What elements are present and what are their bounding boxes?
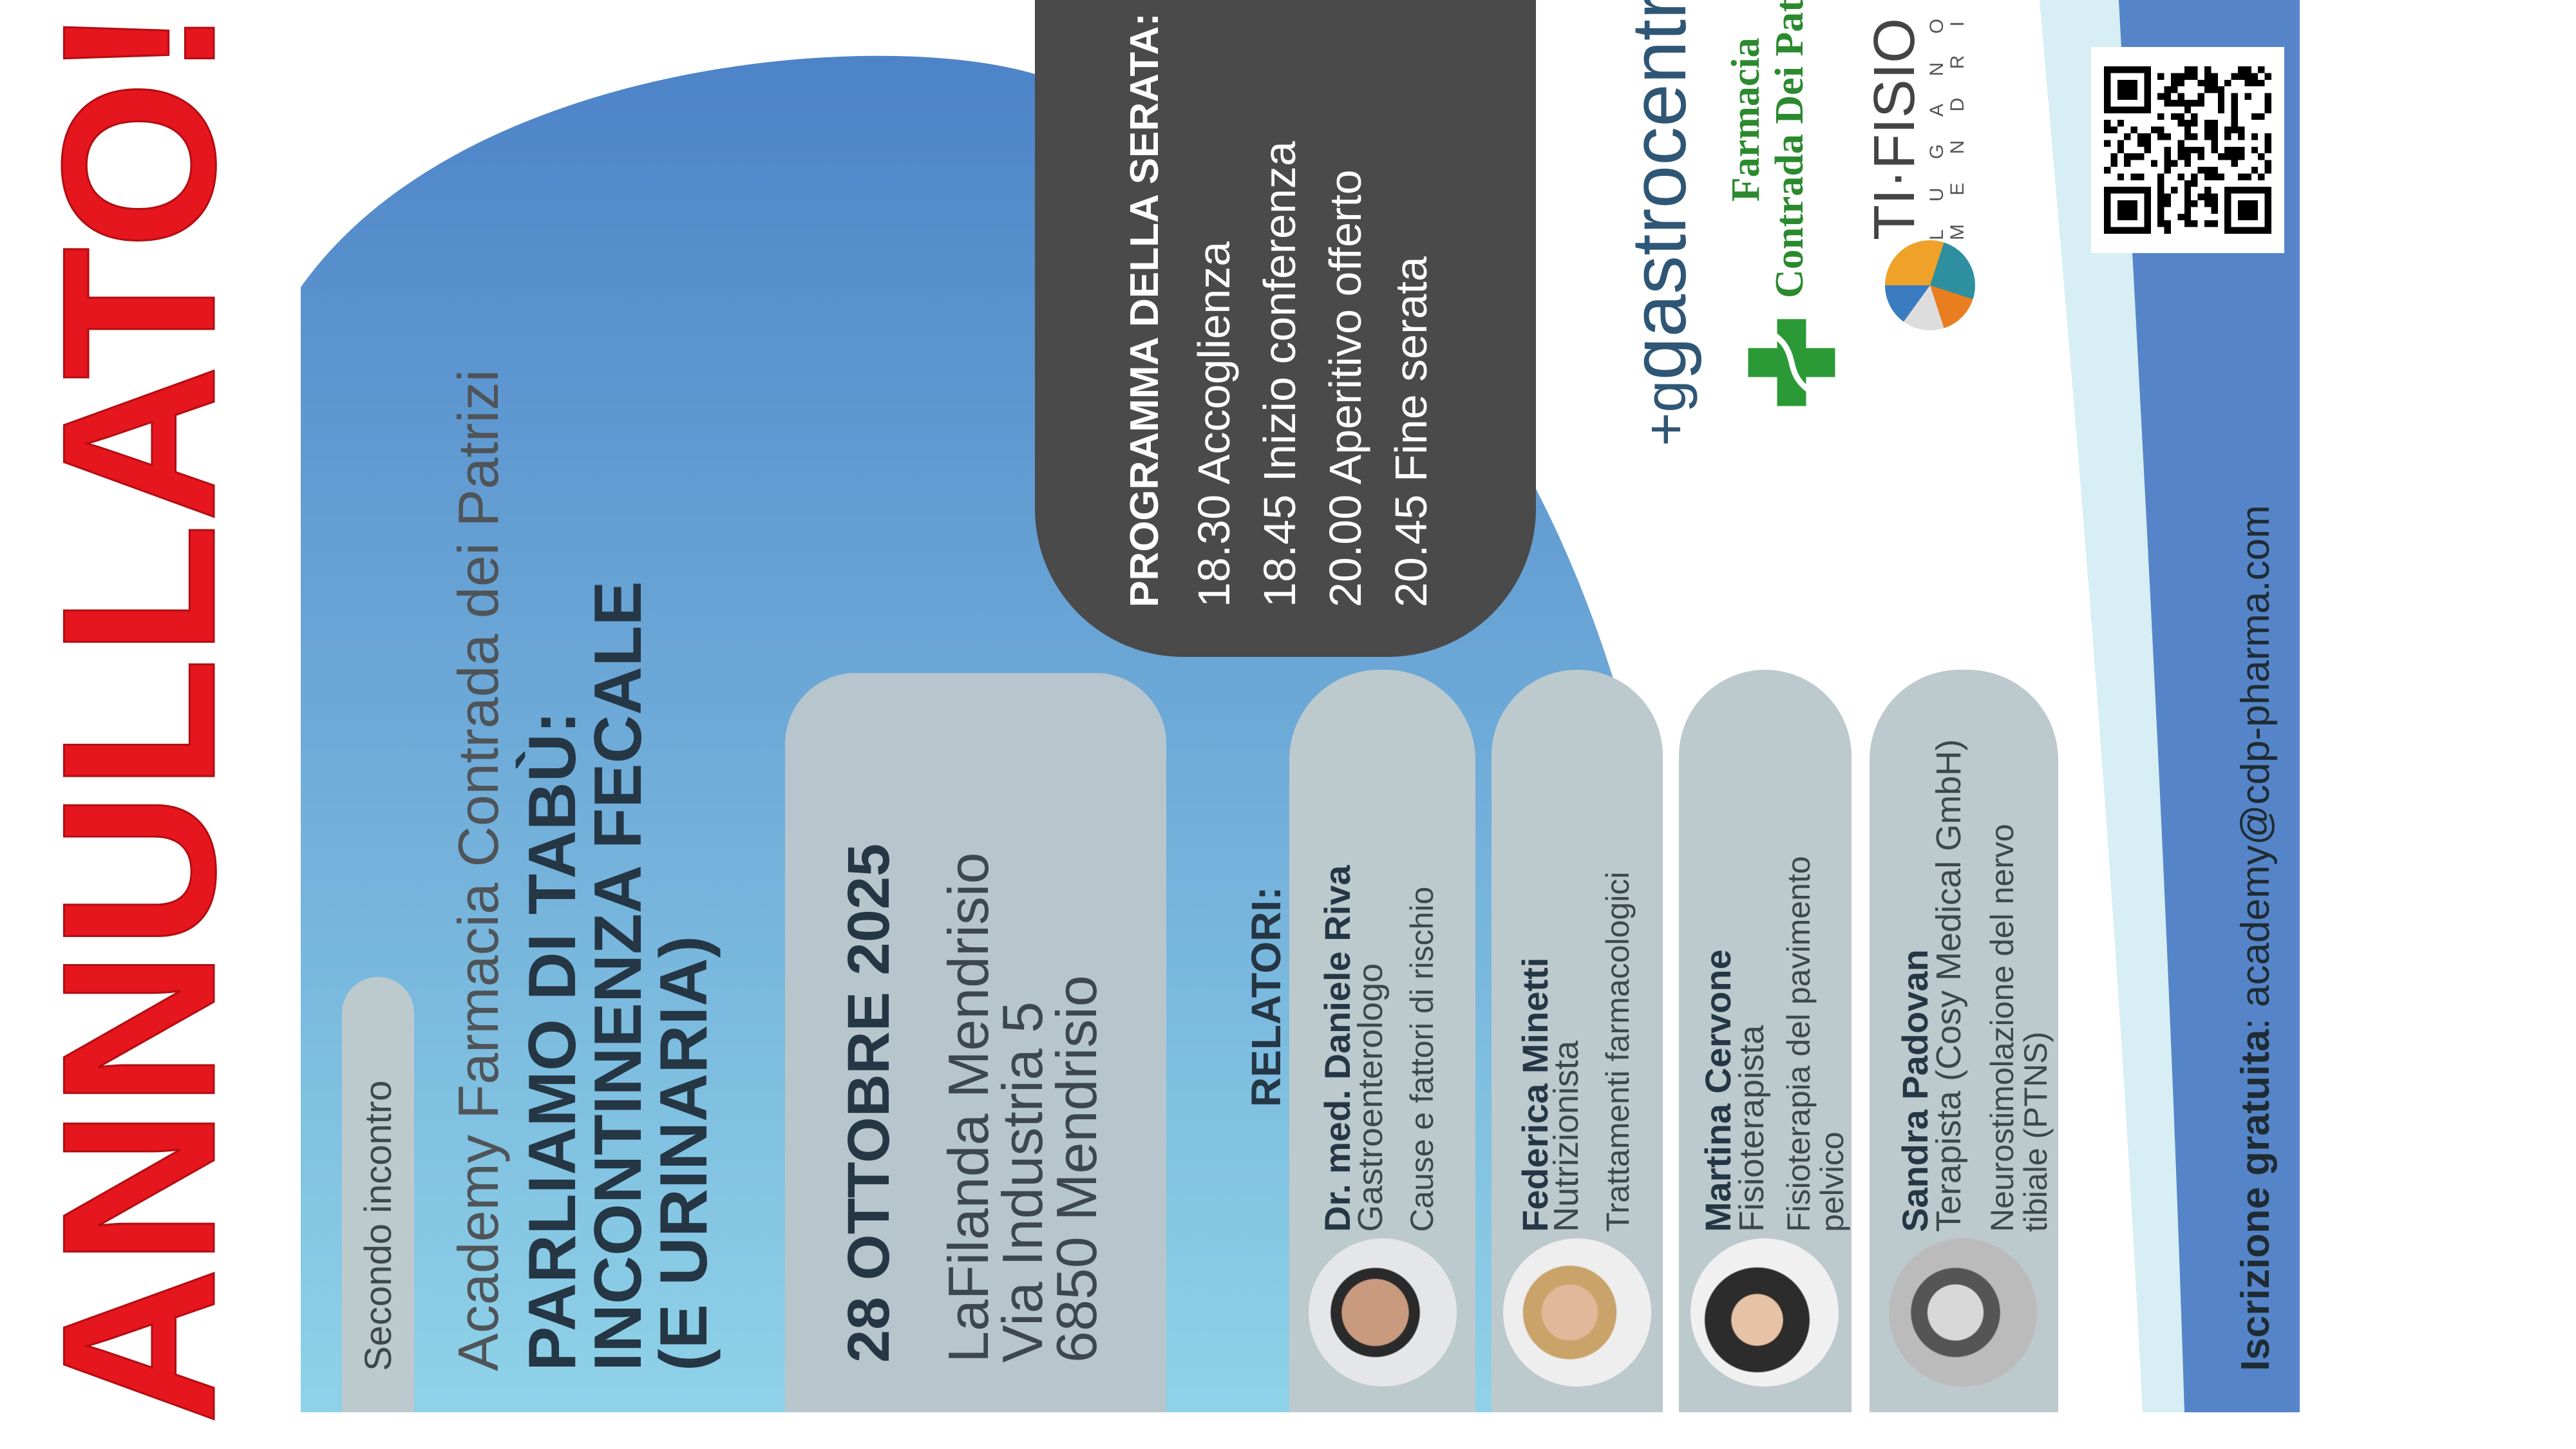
program-item: 20.00 Aperitivo offerto [1320,169,1370,607]
registration-info: Iscrizione gratuita: academy@cdp-pharma.… [2233,505,2278,1371]
venue-line: Via Industria 5 [990,1001,1054,1363]
gastro-wordmark: gastrocentro [1616,0,1702,381]
program-title: PROGRAMMA DELLA SERATA: [1122,12,1167,607]
gastrocentro-logo: +ggastrocentro lugano [1615,0,1703,446]
speaker-role: Gastroenterologo [1351,963,1390,1232]
speaker-role: Nutrizionista [1547,1040,1586,1232]
tifisio-emblem-icon [1885,240,1975,330]
event-flyer: Secondo incontro Academy Farmacia Contra… [301,0,2300,1412]
speaker-topic: Trattamenti farmacologici [1600,871,1636,1232]
program-item: 20.45 Fine serata [1386,256,1436,607]
tifisio-sub: L U G A N O M E N D R I S I O [1926,0,1968,240]
tifisio-sub-line: L U G A N O [1926,7,1947,240]
cancelled-banner: ANNULLATO! [16,4,261,1425]
topic-line: Cause e fattori di rischio [1404,886,1440,1232]
farmacia-line: Farmacia [1724,37,1768,202]
title-line: INCONTINENZA FECALE [581,581,656,1371]
speaker-photo [1309,1238,1457,1387]
speaker-card: Dr. med. Daniele Riva Gastroenterologo C… [1289,670,1475,1412]
topic-line: Neurostimolazione del nervo [1984,824,2020,1232]
pharmacy-cross-icon [1748,319,1835,406]
speaker-photo [1503,1238,1651,1387]
qr-code[interactable] [2091,47,2284,253]
speaker-photo [1889,1238,2037,1387]
topic-line: pelvico [1814,1132,1850,1232]
cancelled-text: ANNULLATO! [16,4,261,1425]
tifisio-sub-line: M E N D R I S I O [1947,0,1968,240]
program-item: 18.30 Accoglienza [1189,241,1239,607]
program-item: 18.45 Inizio conferenza [1255,141,1305,607]
speakers-heading: RELATORI: [1243,886,1289,1108]
organizer: Academy Farmacia Contrada dei Patrizi [446,369,510,1371]
blue-band [2119,0,2300,1412]
venue-address: LaFilanda Mendrisio Via Industria 5 6850… [936,852,1108,1363]
title-line: PARLIAMO DI TABÙ: [515,711,590,1371]
topic-line: Fisioterapia del pavimento [1781,856,1817,1232]
topic-line: Trattamenti farmacologici [1600,871,1636,1232]
series-badge: Secondo incontro [342,977,414,1412]
event-date: 28 OTTOBRE 2025 [836,843,902,1363]
speaker-topic: Cause e fattori di rischio [1404,886,1440,1232]
title-line: (E URINARIA) [647,936,721,1371]
topic-line: tibiale (PTNS) [2018,1031,2054,1232]
gastro-mark-icon: +g [1634,380,1698,446]
speaker-card: Federica Minetti Nutrizionista Trattamen… [1492,670,1663,1412]
venue-line: LaFilanda Mendrisio [936,852,1000,1363]
series-label: Secondo incontro [357,1080,399,1371]
farmacia-line: Contrada Dei Patrizi [1768,0,1812,298]
speaker-card: Martina Cervone Fisioterapista Fisiotera… [1679,670,1852,1412]
event-title: PARLIAMO DI TABÙ: INCONTINENZA FECALE (E… [515,581,721,1371]
qr-code-icon [2104,66,2271,234]
farmacia-logo: Farmacia Contrada Dei Patrizi [1724,0,1812,298]
speaker-role: Fisioterapista [1732,1025,1771,1232]
speaker-card: Sandra Padovan Terapista (Cosy Medical G… [1870,670,2058,1412]
venue-line: 6850 Mendrisio [1045,975,1108,1363]
registration-label: Iscrizione gratuita [2233,1029,2278,1371]
speaker-role: Terapista (Cosy Medical GmbH) [1929,739,1968,1232]
speaker-photo [1690,1238,1839,1387]
tifisio-logo: TI·FISIO [1862,18,1927,240]
registration-email[interactable]: : academy@cdp-pharma.com [2233,505,2278,1030]
